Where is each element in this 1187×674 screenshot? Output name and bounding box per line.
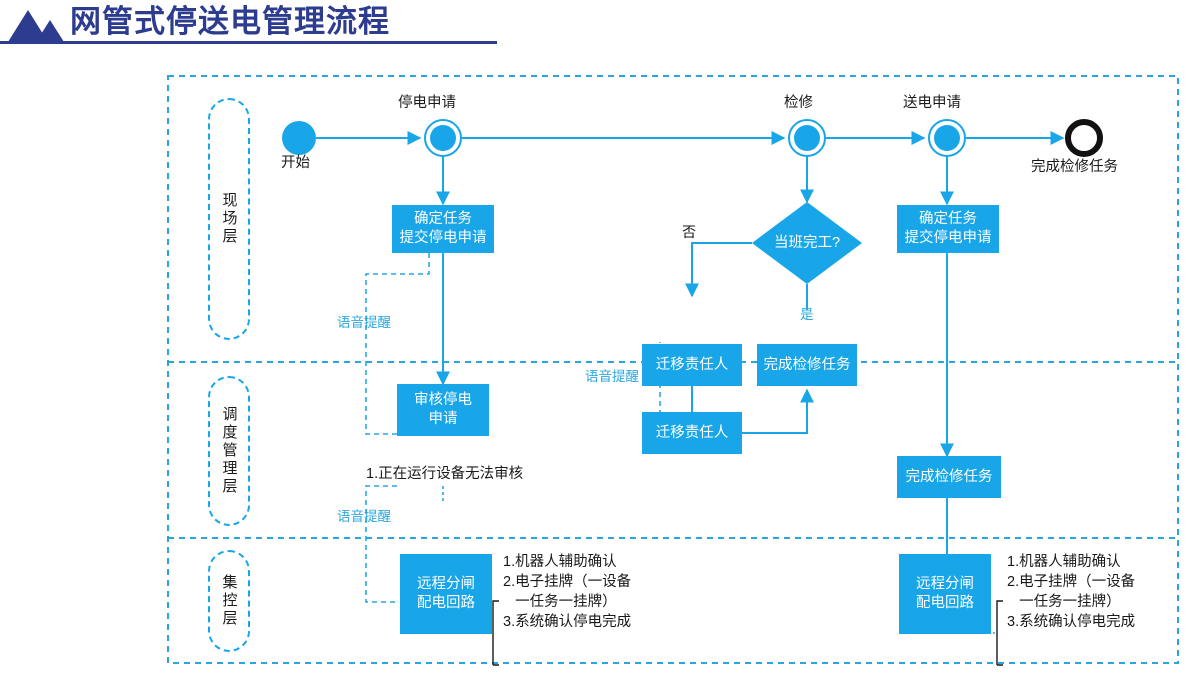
mountain-triangle-icon	[8, 10, 64, 42]
process-box-finish-task-field[interactable]: 完成检修任务	[757, 344, 857, 386]
process-box-confirm-task-left[interactable]: 确定任务 提交停电申请	[392, 205, 494, 253]
process-box-transfer-owner-top[interactable]: 迁移责任人	[642, 344, 742, 386]
node-caption-end: 完成检修任务	[1031, 159, 1118, 175]
node-caption-power-on-request: 送电申请	[903, 95, 961, 111]
swimlane-label-control-text: 集控层	[220, 574, 238, 628]
edge-label-no: 否	[682, 224, 696, 240]
note-remote-switch-left: 1.机器人辅助确认 2.电子挂牌（一设备 一任务一挂牌） 3.系统确认停电完成	[503, 554, 632, 630]
swimlane-label-control: 集控层	[208, 550, 250, 652]
process-box-finish-task-dispatch[interactable]: 完成检修任务	[897, 456, 1001, 498]
process-box-confirm-task-right[interactable]: 确定任务 提交停电申请	[897, 205, 999, 253]
node-caption-maintenance: 检修	[784, 95, 813, 111]
edge-label-voice-reminder-1: 语音提醒	[337, 315, 391, 330]
process-box-review-outage[interactable]: 审核停电 申请	[397, 384, 489, 436]
swimlane-label-dispatch-text: 调度管理层	[220, 406, 238, 496]
edge-label-voice-reminder-2: 语音提醒	[585, 369, 639, 384]
edge-label-yes: 是	[800, 307, 814, 322]
decision-label-shift-complete: 当班完工?	[773, 235, 841, 251]
title-underline	[0, 41, 497, 44]
edge-label-voice-reminder-3: 语音提醒	[337, 509, 391, 524]
node-caption-start: 开始	[281, 155, 310, 171]
page-header: 网管式停送电管理流程	[0, 0, 1187, 52]
swimlane-label-field: 现场层	[208, 98, 250, 340]
swimlane-label-dispatch: 调度管理层	[208, 376, 250, 526]
note-remote-switch-right: 1.机器人辅助确认 2.电子挂牌（一设备 一任务一挂牌） 3.系统确认停电完成	[1007, 554, 1136, 630]
flowchart-canvas: 现场层 调度管理层 集控层 开始 停电申请 检修 送电申请 完成检修任务 确定任…	[0, 52, 1187, 674]
process-box-transfer-owner-mid[interactable]: 迁移责任人	[642, 412, 742, 454]
node-caption-outage-request: 停电申请	[398, 95, 456, 111]
process-box-remote-switch-left[interactable]: 远程分闸 配电回路	[400, 554, 492, 634]
page-title: 网管式停送电管理流程	[70, 4, 390, 39]
swimlane-label-field-text: 现场层	[220, 192, 238, 246]
flowchart-connectors	[167, 75, 1179, 666]
process-box-remote-switch-right[interactable]: 远程分闸 配电回路	[899, 554, 991, 634]
note-review-outage: 1.正在运行设备无法审核	[366, 466, 524, 482]
